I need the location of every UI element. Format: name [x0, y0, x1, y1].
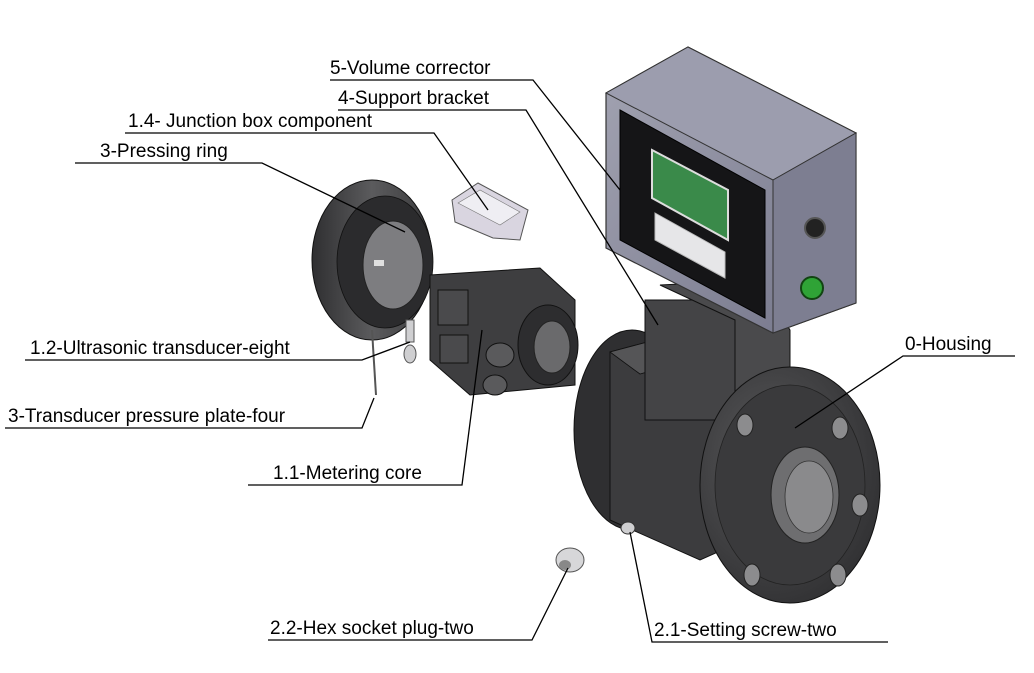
label-ultrasonic-transducer: 1.2-Ultrasonic transducer-eight: [30, 338, 290, 359]
housing-part: [573, 279, 881, 604]
label-metering-core: 1.1-Metering core: [273, 463, 422, 484]
label-hex-plug: 2.2-Hex socket plug-two: [270, 618, 474, 639]
label-pressure-plate: 3-Transducer pressure plate-four: [8, 406, 286, 427]
leader-lines: [5, 79, 1015, 643]
label-volume-corrector: 5-Volume corrector: [330, 58, 491, 79]
label-junction-box: 1.4- Junction box component: [128, 111, 372, 132]
hex-plug-part: [555, 547, 585, 573]
volume-corrector-part: [604, 46, 858, 334]
metering-core-part: [429, 267, 579, 396]
junction-box-part: [451, 182, 529, 241]
label-setting-screw: 2.1-Setting screw-two: [654, 620, 837, 641]
label-pressing-ring: 3-Pressing ring: [100, 141, 228, 162]
label-housing: 0-Housing: [905, 334, 992, 355]
pressing-ring-part: [311, 179, 434, 341]
label-support-bracket: 4-Support bracket: [338, 88, 490, 109]
transducer-parts: [371, 319, 417, 396]
